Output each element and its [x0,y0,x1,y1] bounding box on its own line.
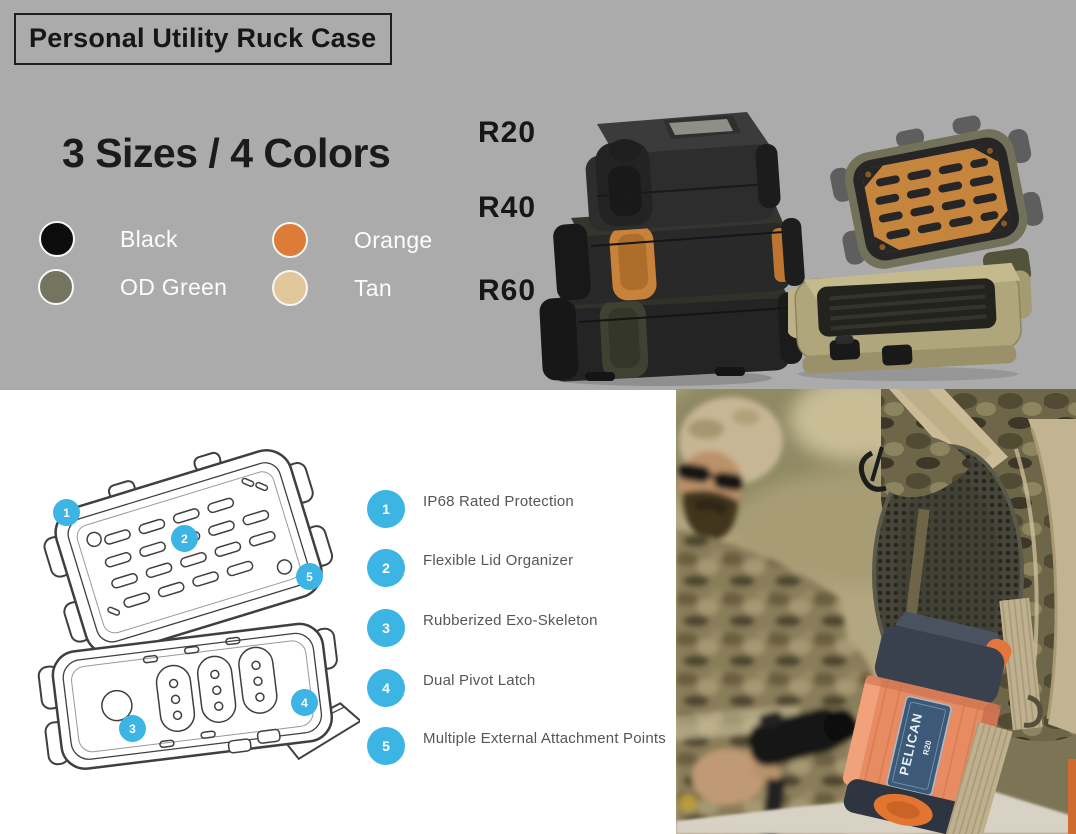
feature-number-badge: 4 [367,669,405,707]
color-label-black: Black [120,225,178,252]
color-swatch-orange: Orange [272,222,433,258]
feature-number-badge: 1 [367,490,405,528]
diagram-callout-2: 2 [171,525,198,552]
feature-item-3: 3 Rubberized Exo-Skeleton [367,609,673,649]
callout-number: 2 [181,531,188,546]
feature-label: Flexible Lid Organizer [423,552,574,569]
photo-ruck-case: PELICAN R20 [842,611,1013,834]
feature-label: Dual Pivot Latch [423,672,536,689]
color-label-tan: Tan [354,274,392,301]
feature-label: Multiple External Attachment Points [423,730,666,747]
color-label-od-green: OD Green [120,273,228,300]
color-swatch-od-green: OD Green [38,269,227,305]
diagram-callout-1: 1 [53,499,80,526]
diagram-callout-4: 4 [291,689,318,716]
open-case-lid [830,115,1044,269]
feature-number: 5 [382,738,390,754]
callout-number: 5 [306,569,313,584]
feature-label: Rubberized Exo-Skeleton [423,612,598,629]
size-label-r20: R20 [478,116,537,149]
feature-number: 4 [382,680,390,696]
feature-item-4: 4 Dual Pivot Latch [367,669,673,709]
diagram-callout-5: 5 [296,563,323,590]
feature-number: 3 [382,620,390,636]
feature-list: 1 IP68 Rated Protection 2 Flexible Lid O… [367,490,673,780]
open-case-image [788,115,1044,381]
color-dot-black [39,221,75,257]
color-swatch-tan: Tan [272,270,392,306]
feature-number: 1 [382,501,390,517]
color-dot-orange [272,222,308,258]
color-dot-od-green [38,269,74,305]
callout-number: 1 [63,505,70,520]
feature-number: 2 [382,560,390,576]
feature-label: IP68 Rated Protection [423,493,574,510]
callout-number: 4 [301,695,308,710]
case-model-label: R20 [921,739,933,756]
color-dot-tan [272,270,308,306]
hero-section: Personal Utility Ruck Case 3 Sizes / 4 C… [0,0,1076,390]
color-swatch-black: Black [39,221,178,257]
callout-number: 3 [129,721,136,736]
feature-item-5: 5 Multiple External Attachment Points [367,727,673,767]
feature-number-badge: 2 [367,549,405,587]
size-label-r40: R40 [478,191,537,224]
feature-number-badge: 3 [367,609,405,647]
page-title-box: Personal Utility Ruck Case [14,13,393,65]
feature-item-2: 2 Flexible Lid Organizer [367,549,673,589]
photo-hunter [676,397,873,834]
size-label-r60: R60 [478,274,537,307]
open-case-base [788,262,1032,374]
lifestyle-photo: PELICAN R20 [676,389,1076,834]
diagram-callout-3: 3 [119,715,146,742]
feature-item-1: 1 IP68 Rated Protection [367,490,673,530]
feature-number-badge: 5 [367,727,405,765]
sizes-colors-heading: 3 Sizes / 4 Colors [62,130,391,176]
page-title: Personal Utility Ruck Case [29,23,377,53]
case-line-drawing [37,449,360,770]
stacked-cases-image [539,112,805,386]
case-r20 [585,112,781,232]
color-label-orange: Orange [354,226,433,253]
